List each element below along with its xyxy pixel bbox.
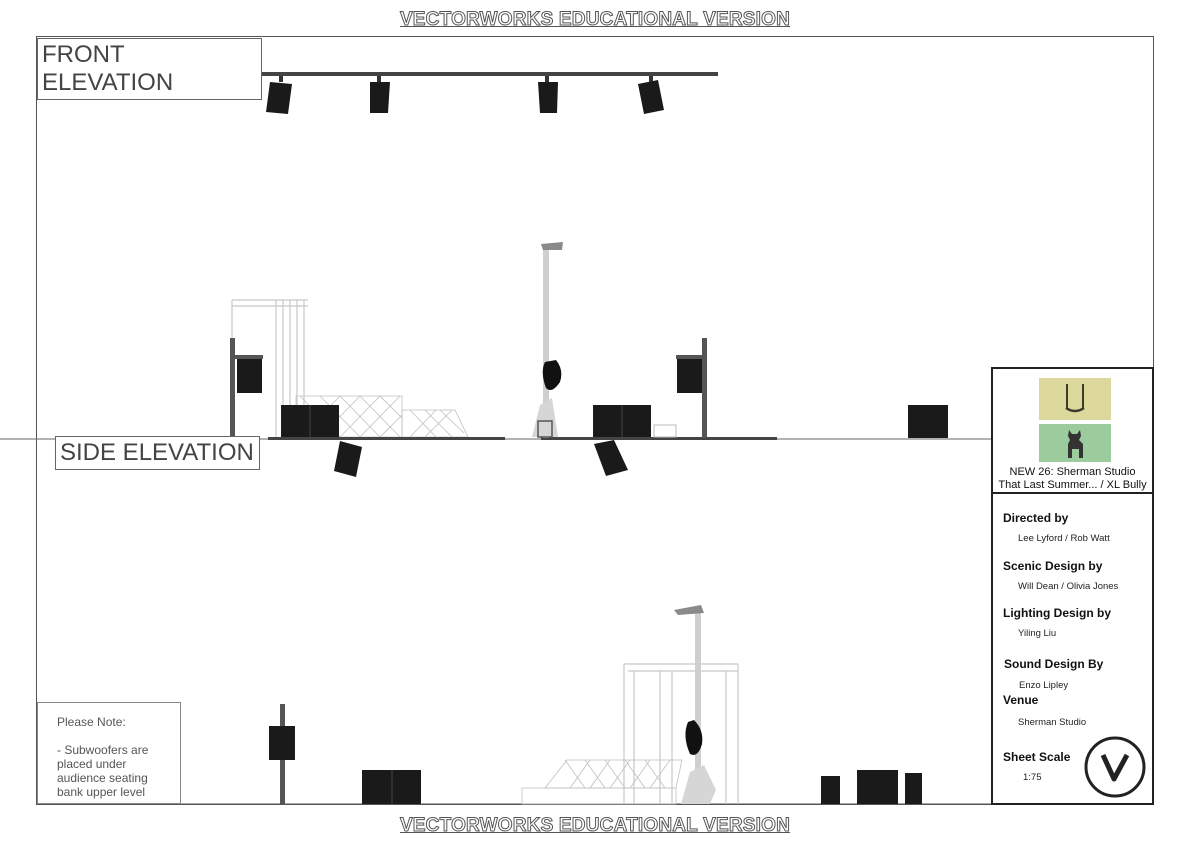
note-box: Please Note: - Subwoofers are placed und… <box>37 702 181 804</box>
street-lamp-front <box>532 242 563 438</box>
credit-name-director: Lee Lyford / Rob Watt <box>1018 533 1110 544</box>
hanging-speaker <box>266 76 664 114</box>
production-line-2: That Last Summer... / XL Bully <box>998 479 1147 491</box>
title-block-divider <box>993 492 1152 494</box>
vectorworks-logo-icon <box>1084 736 1146 798</box>
title-block: NEW 26: Sherman Studio That Last Summer.… <box>991 367 1154 805</box>
credit-role-venue: Venue <box>1003 693 1039 707</box>
under-stage-speaker <box>334 440 628 477</box>
note-body: - Subwoofers are placed under audience s… <box>57 743 149 799</box>
sheet-scale-value: 1:75 <box>1023 772 1042 783</box>
scenic-net-side <box>521 759 683 805</box>
sub-speaker-side <box>362 770 922 804</box>
watermark-bottom: VECTORWORKS EDUCATIONAL VERSION <box>399 815 791 837</box>
watermark-top: VECTORWORKS EDUCATIONAL VERSION <box>399 9 791 31</box>
sheet-scale-label: Sheet Scale <box>1003 750 1071 764</box>
scenic-frame-side <box>623 663 739 804</box>
credit-role-lighting: Lighting Design by <box>1003 606 1111 620</box>
credit-role-director: Directed by <box>1003 511 1069 525</box>
lighting-bar <box>210 72 718 76</box>
front-elevation-label: FRONT ELEVATION <box>37 38 262 100</box>
speaker-pole-side <box>269 704 295 804</box>
street-lamp-side <box>674 605 716 804</box>
production-thumbnail-dog <box>1039 424 1111 462</box>
credit-name-scenic: Will Dean / Olivia Jones <box>1018 581 1119 592</box>
dog-icon <box>1068 430 1083 458</box>
sub-speaker <box>281 405 948 438</box>
credit-name-venue: Sherman Studio <box>1018 717 1087 728</box>
speaker-pole-left <box>230 338 263 438</box>
swing-icon <box>1065 384 1085 413</box>
credit-role-sound: Sound Design By <box>1004 657 1104 671</box>
credit-name-lighting: Yiling Liu <box>1018 628 1057 639</box>
note-heading: Please Note: <box>57 715 126 729</box>
production-line-1: NEW 26: Sherman Studio <box>1009 466 1136 478</box>
bench-front <box>653 424 677 438</box>
side-elevation-label: SIDE ELEVATION <box>55 436 260 470</box>
speaker-pole-right <box>676 338 707 438</box>
credit-role-scenic: Scenic Design by <box>1003 559 1103 573</box>
credit-name-sound: Enzo Lipley <box>1019 680 1069 691</box>
production-thumbnail-swing <box>1039 378 1111 420</box>
stage-platform <box>268 437 777 440</box>
